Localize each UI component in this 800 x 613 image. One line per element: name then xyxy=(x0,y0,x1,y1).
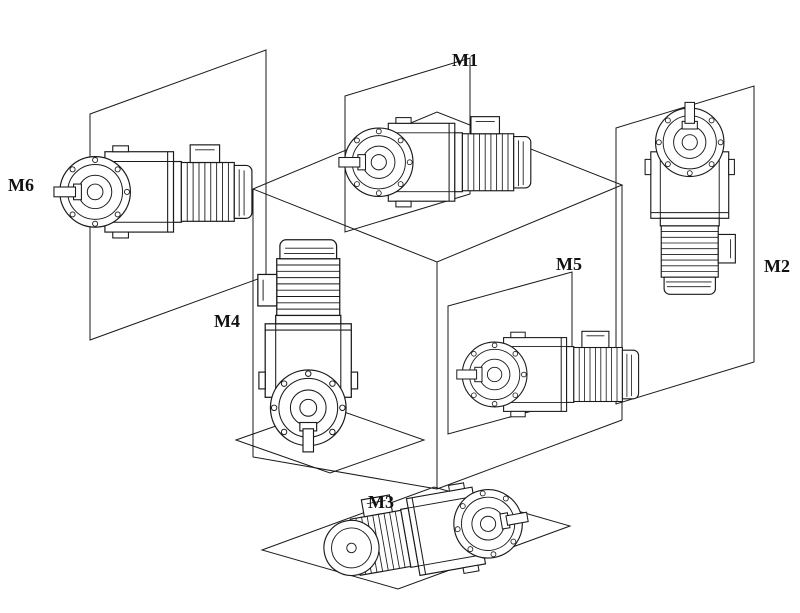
gearmotor-m2 xyxy=(644,101,736,295)
mounting-plane-m1 xyxy=(344,57,471,233)
reference-cube xyxy=(251,111,624,490)
label-m1: M1 xyxy=(452,50,478,70)
gearmotor-m5 xyxy=(456,330,640,418)
label-m4: M4 xyxy=(214,311,240,331)
mounting-plane-m2 xyxy=(615,85,755,405)
gearmotor-m4 xyxy=(257,239,359,453)
label-m3: M3 xyxy=(368,492,394,512)
gearmotor-m3 xyxy=(323,471,536,595)
label-m2: M2 xyxy=(764,256,790,276)
gearmotor-m1 xyxy=(338,116,532,208)
label-m5: M5 xyxy=(556,254,582,274)
label-m6: M6 xyxy=(8,175,34,195)
gearmotor-m6 xyxy=(53,144,253,239)
